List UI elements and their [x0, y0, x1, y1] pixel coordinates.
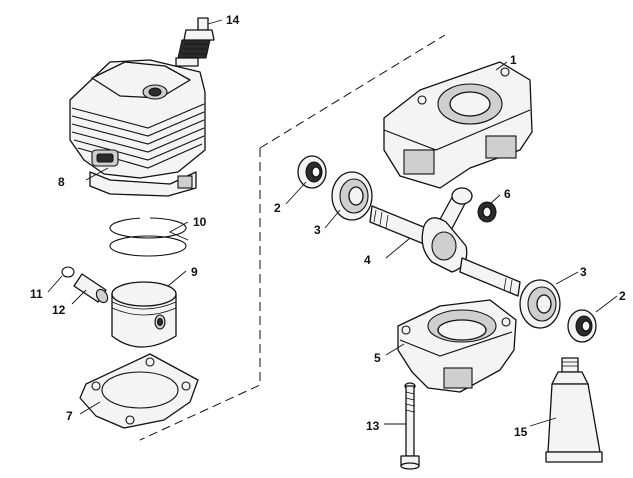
callout-crankcase-bottom: 5 — [374, 351, 381, 365]
callout-grease-tube: 15 — [514, 425, 528, 439]
ball-bearing-left — [331, 171, 373, 221]
assembly-boundary — [139, 34, 446, 441]
callout-piston-pin: 12 — [52, 303, 66, 317]
circlip — [61, 266, 75, 278]
callout-bearing-left: 3 — [314, 223, 321, 237]
callout-circlip: 11 — [30, 287, 43, 301]
callout-seal-left: 2 — [274, 201, 281, 215]
callout-screw: 13 — [366, 419, 380, 433]
grease-tube — [545, 357, 603, 463]
crankshaft — [369, 187, 521, 297]
piston-pin — [73, 273, 109, 304]
gasket — [79, 353, 199, 429]
callout-bearing-right: 3 — [580, 265, 587, 279]
callout-spark-plug: 14 — [226, 13, 240, 27]
shaft-seal-right — [567, 309, 597, 343]
piston — [111, 281, 177, 348]
leader-lines — [47, 19, 618, 427]
callout-crankcase-top: 1 — [510, 53, 517, 67]
callout-crankshaft: 4 — [364, 253, 371, 267]
callout-cylinder: 8 — [58, 175, 65, 189]
callout-piston-rings: 10 — [193, 215, 207, 229]
shaft-seal-left — [297, 155, 327, 189]
piston-rings — [109, 214, 187, 257]
callout-piston: 9 — [191, 265, 198, 279]
callout-numbers: 14 1 8 2 3 6 4 10 9 11 12 7 3 2 5 13 15 — [30, 13, 626, 439]
spark-plug — [175, 17, 215, 73]
callout-needle-bearing: 6 — [504, 187, 511, 201]
crankcase-bottom-half — [397, 299, 517, 393]
cylinder — [69, 59, 206, 197]
needle-bearing — [477, 201, 497, 223]
callout-gasket: 7 — [66, 409, 73, 423]
callout-seal-right: 2 — [619, 289, 626, 303]
crankcase-screw — [400, 382, 420, 470]
ball-bearing-right — [519, 279, 561, 329]
crankcase-top-half — [383, 61, 533, 189]
